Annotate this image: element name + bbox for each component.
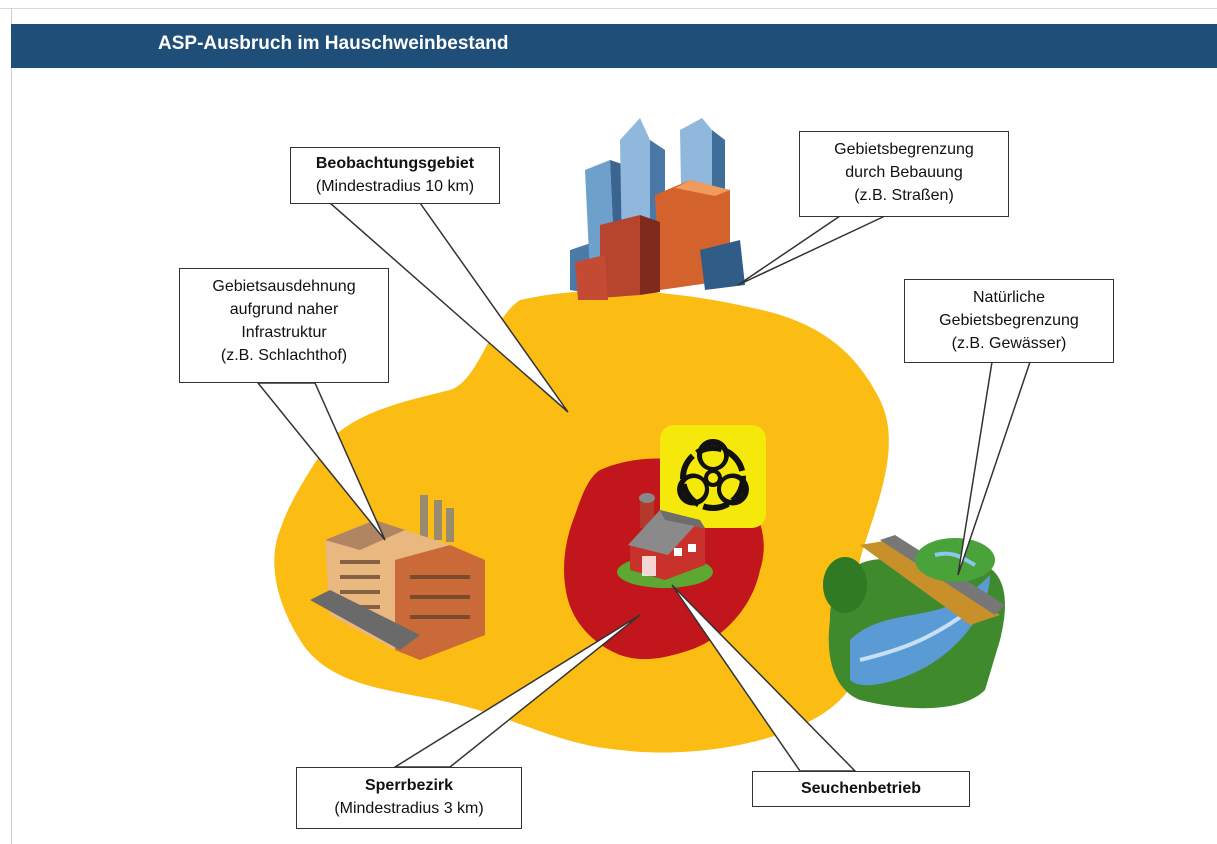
callout-bebauung-line2: durch Bebauung bbox=[845, 164, 963, 181]
callout-infrastruktur-line2: aufgrund naher bbox=[229, 301, 339, 318]
callout-beobachtungsgebiet: Beobachtungsgebiet (Mindestradius 10 km) bbox=[290, 147, 500, 204]
callout-infrastruktur-line4: (z.B. Schlachthof) bbox=[220, 347, 348, 364]
factory-icon bbox=[310, 495, 485, 660]
callout-natuerlich-line3: (z.B. Gewässer) bbox=[951, 335, 1067, 352]
callout-natuerlich-line1: Natürliche bbox=[972, 289, 1046, 306]
river-bridge-icon bbox=[823, 535, 1005, 709]
callout-infrastruktur-line1: Gebietsausdehnung bbox=[212, 278, 356, 295]
callout-bebauung-line3: (z.B. Straßen) bbox=[854, 187, 954, 204]
left-border bbox=[11, 8, 12, 844]
callout-bebauung-line1: Gebietsbegrenzung bbox=[834, 141, 974, 158]
city-icon bbox=[570, 118, 745, 300]
title-bar: ASP-Ausbruch im Hauschweinbestand bbox=[11, 24, 1217, 68]
callout-sperrbezirk-subtitle: (Mindestradius 3 km) bbox=[334, 800, 484, 817]
callout-natuerlich-line2: Gebietsbegrenzung bbox=[939, 312, 1079, 329]
callout-natuerlich: Natürliche Gebietsbegrenzung (z.B. Gewäs… bbox=[904, 279, 1114, 363]
page-title: ASP-Ausbruch im Hauschweinbestand bbox=[158, 33, 509, 54]
callout-infrastruktur-line3: Infrastruktur bbox=[241, 324, 327, 341]
callout-pointers bbox=[256, 202, 1032, 772]
callout-sperrbezirk-title: Sperrbezirk bbox=[364, 777, 454, 794]
callout-infrastruktur: Gebietsausdehnung aufgrund naher Infrast… bbox=[179, 268, 389, 383]
biohazard-icon bbox=[660, 425, 766, 528]
callout-bebauung: Gebietsbegrenzung durch Bebauung (z.B. S… bbox=[799, 131, 1009, 217]
callout-beobachtungsgebiet-title: Beobachtungsgebiet bbox=[315, 155, 475, 172]
callout-seuchenbetrieb: Seuchenbetrieb bbox=[752, 771, 970, 807]
callout-sperrbezirk: Sperrbezirk (Mindestradius 3 km) bbox=[296, 767, 522, 829]
callout-beobachtungsgebiet-subtitle: (Mindestradius 10 km) bbox=[315, 178, 475, 195]
callout-seuchenbetrieb-title: Seuchenbetrieb bbox=[800, 780, 922, 797]
barn-icon bbox=[617, 493, 713, 588]
top-border bbox=[0, 0, 1217, 9]
